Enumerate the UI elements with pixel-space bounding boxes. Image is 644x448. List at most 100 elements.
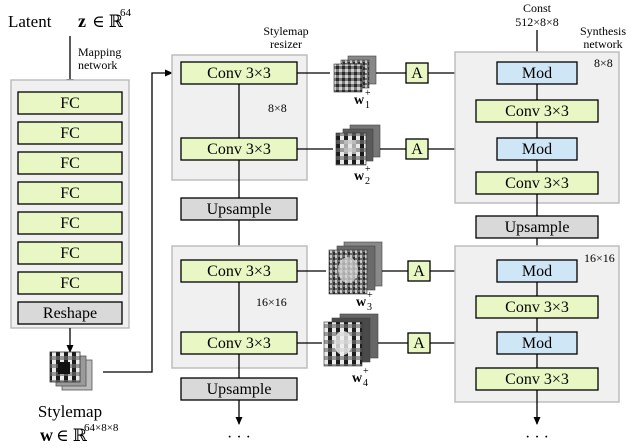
- mapping-network-label-2: network: [78, 58, 117, 72]
- fc-layer: FC: [17, 151, 123, 175]
- svg-text:Latent: Latent: [8, 12, 52, 31]
- affine-a-1: A: [405, 62, 429, 84]
- svg-text:FC: FC: [60, 95, 80, 112]
- style-map-image-4: [323, 313, 379, 367]
- fc-layer: FC: [17, 241, 123, 265]
- resizer-upsample-1: Upsample: [180, 197, 298, 221]
- svg-text:Conv 3×3: Conv 3×3: [207, 141, 271, 158]
- synthesis-ellipsis: · · ·: [525, 429, 549, 446]
- affine-a-3: A: [407, 260, 431, 282]
- svg-text:Upsample: Upsample: [505, 219, 570, 236]
- svg-text:64×8×8: 64×8×8: [84, 422, 119, 434]
- synthesis-label-1: Synthesis: [580, 24, 626, 38]
- svg-text:+: +: [365, 164, 371, 175]
- resizer-conv-4: Conv 3×3: [180, 331, 298, 355]
- mod-2: Mod: [496, 137, 578, 161]
- svg-text:Conv 3×3: Conv 3×3: [207, 263, 271, 280]
- fc-layer: FC: [17, 271, 123, 295]
- synthesis-label-2: network: [583, 37, 622, 51]
- svg-text:w: w: [354, 93, 365, 108]
- svg-text:3: 3: [367, 302, 372, 313]
- resizer-conv-2: Conv 3×3: [180, 137, 298, 161]
- style-map-image-1: [333, 55, 377, 93]
- synthesis-conv-1: Conv 3×3: [475, 99, 599, 123]
- svg-text:FC: FC: [60, 155, 80, 172]
- svg-text:FC: FC: [60, 215, 80, 232]
- latent-dim: 64: [120, 7, 132, 19]
- const-label-1: Const: [523, 1, 552, 15]
- svg-text:Conv 3×3: Conv 3×3: [505, 299, 569, 316]
- svg-text:Reshape: Reshape: [43, 305, 97, 322]
- svg-text:Conv 3×3: Conv 3×3: [505, 175, 569, 192]
- resizer-upsample-2: Upsample: [180, 377, 298, 401]
- stylemap-image: [49, 351, 93, 391]
- svg-text:FC: FC: [60, 185, 80, 202]
- svg-text:Mod: Mod: [522, 263, 552, 280]
- svg-text:Upsample: Upsample: [207, 381, 272, 398]
- stylemap-to-resizer-arrow: [103, 69, 173, 373]
- svg-text:+: +: [367, 290, 373, 301]
- resizer-label-1: Stylemap: [263, 24, 308, 38]
- resizer-label-2: resizer: [270, 37, 302, 51]
- w-plus-label-3: w + 3: [356, 290, 373, 313]
- svg-text:w: w: [352, 371, 363, 386]
- w-plus-label-4: w + 4: [352, 366, 369, 389]
- svg-text:A: A: [413, 263, 425, 280]
- synthesis-upsample: Upsample: [475, 215, 599, 239]
- svg-text:A: A: [411, 141, 423, 158]
- fc-layer: FC: [17, 121, 123, 145]
- svg-text:+: +: [363, 366, 369, 377]
- fc-layer: FC: [17, 181, 123, 205]
- svg-text:+: +: [365, 88, 371, 99]
- mod-3: Mod: [496, 259, 578, 283]
- stylemap-symbol-group: w ∈ ℝ 64×8×8: [40, 422, 119, 445]
- const-label-2: 512×8×8: [515, 15, 559, 29]
- svg-text:Upsample: Upsample: [207, 201, 272, 218]
- svg-text:Mod: Mod: [522, 335, 552, 352]
- mod-4: Mod: [496, 331, 578, 355]
- svg-text:A: A: [413, 335, 425, 352]
- synthesis-conv-4: Conv 3×3: [475, 367, 599, 391]
- style-map-image-2: [335, 124, 381, 166]
- svg-text:Conv 3×3: Conv 3×3: [207, 335, 271, 352]
- w-plus-label-1: w + 1: [354, 88, 371, 111]
- resizer-res-16x16: 16×16: [256, 295, 287, 309]
- latent-label: Latent z ∈ ℝ 64: [8, 7, 132, 31]
- svg-text:w: w: [40, 425, 53, 445]
- reshape-box: Reshape: [17, 301, 123, 325]
- svg-text:w: w: [356, 295, 367, 310]
- mapping-network-label-1: Mapping: [78, 45, 121, 59]
- svg-text:FC: FC: [60, 275, 80, 292]
- resizer-ellipsis: · · ·: [227, 429, 251, 446]
- svg-text:w: w: [354, 169, 365, 184]
- style-map-image-3: [328, 241, 383, 295]
- svg-text:2: 2: [365, 176, 370, 187]
- svg-text:1: 1: [365, 100, 370, 111]
- latent-symbol: z: [78, 11, 86, 31]
- resizer-res-8x8: 8×8: [268, 101, 287, 115]
- synthesis-conv-2: Conv 3×3: [475, 171, 599, 195]
- svg-text:FC: FC: [60, 125, 80, 142]
- svg-text:FC: FC: [60, 245, 80, 262]
- svg-text:Mod: Mod: [522, 141, 552, 158]
- resizer-conv-1: Conv 3×3: [180, 61, 298, 85]
- svg-text:∈ ℝ: ∈ ℝ: [92, 12, 124, 31]
- mod-1: Mod: [496, 61, 578, 85]
- w-plus-label-2: w + 2: [354, 164, 371, 187]
- svg-text:Conv 3×3: Conv 3×3: [505, 371, 569, 388]
- stylemap-label: Stylemap: [38, 402, 102, 421]
- svg-text:Mod: Mod: [522, 65, 552, 82]
- svg-text:Conv 3×3: Conv 3×3: [207, 65, 271, 82]
- synthesis-conv-3: Conv 3×3: [475, 295, 599, 319]
- affine-a-2: A: [405, 138, 429, 160]
- svg-text:∈ ℝ: ∈ ℝ: [56, 426, 88, 445]
- fc-layer: FC: [17, 211, 123, 235]
- fc-layer: FC: [17, 91, 123, 115]
- svg-text:A: A: [411, 65, 423, 82]
- resizer-conv-3: Conv 3×3: [180, 259, 298, 283]
- svg-text:Conv 3×3: Conv 3×3: [505, 103, 569, 120]
- synthesis-res-16x16: 16×16: [584, 251, 615, 265]
- fc-layers: FC FC FC FC FC FC FC: [17, 91, 123, 295]
- svg-text:4: 4: [363, 378, 368, 389]
